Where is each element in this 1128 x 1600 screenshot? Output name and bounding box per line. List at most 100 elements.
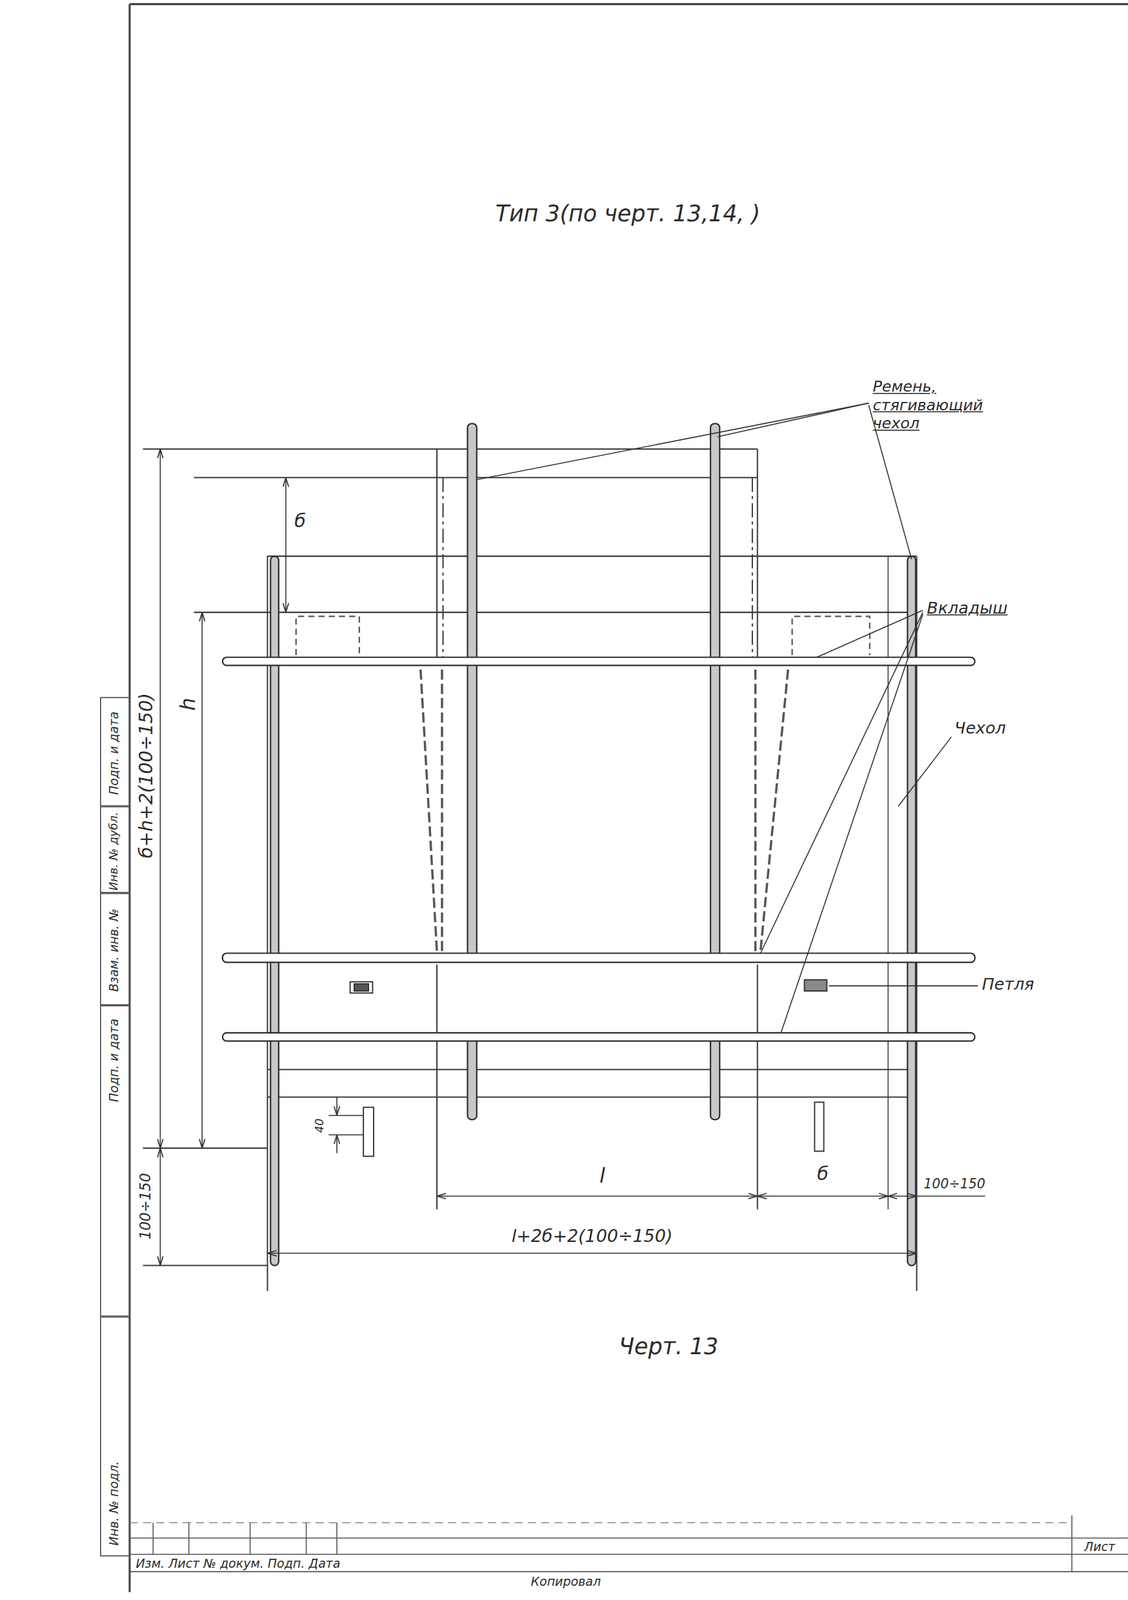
stamp-caption: Инв. № подл. xyxy=(107,1460,122,1546)
dimension-line xyxy=(160,1148,162,1267)
title-block xyxy=(249,1522,252,1555)
loop-symbol xyxy=(363,1107,374,1157)
title-block xyxy=(129,1515,1128,1572)
cover-outline xyxy=(751,477,754,664)
dimension-line xyxy=(160,449,162,1149)
loop-symbol xyxy=(350,980,828,1158)
leader-line xyxy=(476,403,979,1034)
leader-line xyxy=(898,736,952,807)
callout-label: Вкладыш xyxy=(926,598,1008,618)
strap xyxy=(467,1037,477,1120)
hidden-seam xyxy=(296,616,870,952)
insert-bar xyxy=(222,657,976,1042)
title-block xyxy=(1071,1515,1073,1572)
cover-outline xyxy=(142,1148,268,1150)
dimension-line xyxy=(887,1195,917,1198)
callout-label: Чехол xyxy=(954,718,1007,739)
loop-symbol xyxy=(354,984,369,992)
strap xyxy=(710,423,720,957)
title-block xyxy=(129,1571,1128,1573)
title-block xyxy=(129,1537,1128,1540)
leader-line xyxy=(816,610,924,658)
loop-symbol xyxy=(814,1102,824,1152)
cover-outline xyxy=(436,964,438,1210)
title-block xyxy=(188,1522,190,1555)
insert-bar xyxy=(222,1033,976,1042)
sheet-frame xyxy=(129,3,1128,1592)
dimension-label: 40 xyxy=(312,1118,327,1134)
cover-outline xyxy=(142,1265,268,1267)
cover-outline xyxy=(267,1069,917,1071)
leader-line xyxy=(476,403,869,481)
title-block xyxy=(336,1522,338,1555)
hidden-seam xyxy=(296,616,360,655)
dimension-line xyxy=(336,1097,338,1116)
cover-outline xyxy=(442,477,444,664)
dimension-line xyxy=(201,612,203,1149)
dimension-line xyxy=(336,1135,338,1154)
hidden-seam xyxy=(792,616,870,655)
cover-outline xyxy=(267,1097,917,1099)
title-block-text: Копировал xyxy=(531,1575,601,1591)
cover-outline xyxy=(436,449,438,664)
dimension-line xyxy=(267,1253,917,1255)
cover-outline xyxy=(266,556,268,1292)
hidden-seam xyxy=(760,669,789,952)
title-block xyxy=(305,1522,308,1555)
stamp-cell: Инв. № подл. xyxy=(100,1317,130,1558)
dimension-label: б xyxy=(294,509,306,532)
stamp-caption: Подп. и дата xyxy=(107,711,122,795)
title-block-text: Изм. Лист № докум. Подп. Дата xyxy=(135,1556,341,1572)
callout-label: Петля xyxy=(982,975,1035,995)
title-block xyxy=(129,1522,1072,1524)
hidden-seam xyxy=(420,669,437,952)
cover-outline xyxy=(756,964,759,1210)
figure-caption: Черт. 13 xyxy=(618,1333,719,1361)
insert-bar xyxy=(222,953,976,963)
loop-symbol xyxy=(350,982,373,994)
dimension-line xyxy=(436,1195,758,1198)
cover-outline xyxy=(756,449,759,664)
stamp-caption: Взам. инв. № xyxy=(107,908,122,992)
hidden-seam xyxy=(440,669,443,952)
dimension-label: h xyxy=(175,697,201,711)
dimension-line xyxy=(285,477,287,613)
insert-bar xyxy=(222,657,976,666)
hidden-seam xyxy=(754,669,757,952)
drawing-title: Тип 3(по черт. 13,14, ) xyxy=(495,200,761,228)
stamp-cell: Взам. инв. № xyxy=(100,893,130,1006)
dimension-line xyxy=(757,1195,888,1198)
dimension-line xyxy=(160,449,985,1267)
cover-outline xyxy=(142,448,757,450)
loop-symbol xyxy=(804,980,828,992)
strap xyxy=(467,423,477,957)
callout-label: Ремень, стягивающий чехол xyxy=(873,377,1027,433)
cover-outline xyxy=(194,611,917,614)
title-block xyxy=(152,1522,154,1555)
leader-line xyxy=(829,985,979,987)
leader-line xyxy=(717,403,869,437)
stamp-caption: Подп. и дата xyxy=(107,1018,122,1103)
dimension-label: l+2б+2(100÷150) xyxy=(511,1226,674,1247)
strap xyxy=(710,1037,720,1120)
stamp-cell: Подп. и дата xyxy=(100,1005,130,1317)
title-block-text: Лист xyxy=(1084,1540,1116,1556)
sheet-frame xyxy=(129,3,1128,6)
dimension-line xyxy=(916,1195,986,1198)
dimension-label: б+h+2(100÷150) xyxy=(134,693,157,859)
cover-outline xyxy=(267,555,917,557)
dimension-label: 100÷150 xyxy=(137,1173,155,1240)
leader-line xyxy=(780,614,923,1034)
dimension-label: 100÷150 xyxy=(923,1176,986,1193)
dimension-label: l xyxy=(599,1163,606,1189)
stamp-caption: Инв. № дубл. xyxy=(108,811,122,891)
dimension-line xyxy=(328,1134,364,1136)
title-block xyxy=(129,1553,1128,1556)
leader-line xyxy=(760,612,924,954)
strap xyxy=(270,423,916,1266)
dimension-line xyxy=(328,1115,364,1117)
stamp-cell: Инв. № дубл. xyxy=(100,806,130,894)
